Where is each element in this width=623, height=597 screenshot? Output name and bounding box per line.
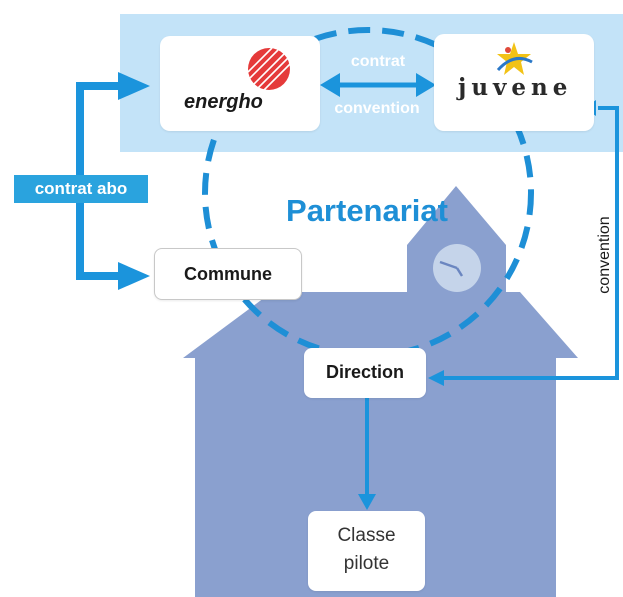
- juvene-logo-card: juvene: [434, 34, 594, 131]
- arrowhead-to-commune: [118, 262, 150, 290]
- clock-icon: [433, 244, 481, 292]
- partenariat-title: Partenariat: [286, 193, 448, 228]
- side-convention-arrow: [440, 106, 619, 380]
- direction-box: Direction: [304, 348, 426, 398]
- arrowhead-to-classe: [358, 494, 376, 510]
- classe-label-line2: pilote: [343, 553, 390, 574]
- energho-logo-icon: [247, 47, 291, 91]
- convention-label: convention: [334, 100, 420, 117]
- juvene-logo-text: juvene: [458, 74, 573, 101]
- side-convention-label: convention: [596, 216, 613, 294]
- arrowhead-to-energho: [118, 72, 150, 100]
- energho-logo-text: energho: [184, 91, 263, 113]
- classe-pilote-box: Classe pilote: [308, 511, 425, 591]
- double-arrow-left-head: [320, 73, 340, 97]
- commune-box: Commune: [154, 248, 302, 300]
- contrat-abo-label: contrat abo: [14, 175, 148, 203]
- arrowhead-to-direction: [428, 370, 444, 386]
- juvene-logo-icon: [496, 42, 533, 75]
- commune-label: Commune: [183, 264, 272, 284]
- contrat-label: contrat: [350, 53, 406, 70]
- double-arrow-right-head: [416, 73, 436, 97]
- classe-label-line1: Classe: [337, 525, 396, 546]
- direction-label: Direction: [325, 362, 404, 382]
- energho-logo-card: energho: [160, 36, 320, 131]
